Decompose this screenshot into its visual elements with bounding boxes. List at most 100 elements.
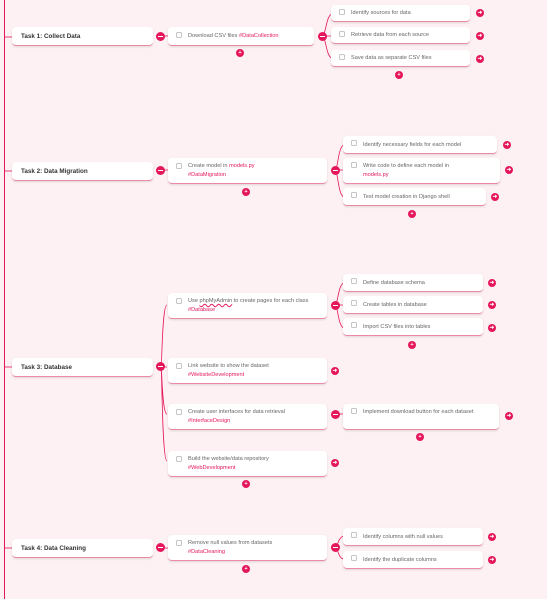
arrow-right-icon[interactable]: ➜ — [488, 324, 496, 332]
subtask-text: Create model in — [188, 163, 228, 169]
arrow-right-icon[interactable]: ➜ — [488, 301, 496, 309]
arrow-right-icon[interactable]: ➜ — [331, 459, 339, 467]
hashtag[interactable]: #DataMigration — [188, 172, 226, 179]
checkbox-icon[interactable] — [351, 408, 357, 414]
subtask-node[interactable]: Identify the duplicate columns — [343, 551, 483, 569]
task-title: Task 2: Data Migration — [21, 168, 88, 175]
subtask-node[interactable]: Identify columns with null values — [343, 528, 483, 546]
subtask-node-user-interfaces[interactable]: Create user interfaces for data retrieva… — [168, 404, 327, 430]
collapse-icon[interactable] — [156, 543, 165, 552]
collapse-icon[interactable] — [331, 166, 340, 175]
plus-icon[interactable]: + — [236, 49, 244, 57]
checkbox-icon[interactable] — [176, 540, 182, 546]
task-title: Task 1: Collect Data — [21, 33, 81, 40]
subtask-node[interactable]: Define database schema — [343, 274, 483, 292]
plus-icon[interactable]: + — [242, 565, 250, 573]
subtask-text: Test model creation in Django shell — [363, 194, 450, 200]
checkbox-icon[interactable] — [351, 322, 357, 328]
subtask-text: Use — [188, 298, 198, 304]
subtask-node[interactable]: Implement download button for each datas… — [343, 404, 499, 430]
subtask-text: Remove null values from datasets — [188, 540, 273, 546]
task-node-collect-data[interactable]: Task 1: Collect Data — [12, 27, 153, 46]
checkbox-icon[interactable] — [351, 532, 357, 538]
file-link[interactable]: models.py — [229, 163, 255, 169]
hashtag[interactable]: #DataCleaning — [188, 549, 226, 556]
hashtag[interactable]: #Database — [188, 307, 216, 314]
subtask-node[interactable]: Save data as separate CSV files — [331, 50, 470, 67]
arrow-right-icon[interactable]: ➜ — [476, 32, 484, 40]
collapse-icon[interactable] — [331, 301, 340, 310]
plus-icon[interactable]: + — [408, 210, 416, 218]
hashtag[interactable]: #WebsiteDevelopment — [188, 372, 245, 379]
checkbox-icon[interactable] — [176, 32, 182, 38]
subtask-node[interactable]: Identify sources for data — [331, 5, 470, 22]
plus-icon[interactable]: + — [242, 480, 250, 488]
checkbox-icon[interactable] — [351, 192, 357, 198]
root-connector-line — [4, 0, 5, 599]
checkbox-icon[interactable] — [176, 409, 182, 415]
spellcheck-word: phpMyAdmin — [199, 298, 233, 304]
subtask-node-build-website[interactable]: Build the website/data repository #WebDe… — [168, 451, 327, 477]
collapse-icon[interactable] — [156, 362, 165, 371]
task-title: Task 4: Data Cleaning — [21, 545, 86, 552]
checkbox-icon[interactable] — [351, 300, 357, 306]
plus-icon[interactable]: + — [416, 433, 424, 441]
subtask-node[interactable]: Retrieve data from each source — [331, 27, 470, 44]
arrow-right-icon[interactable]: ➜ — [503, 141, 511, 149]
file-link[interactable]: models.py — [363, 172, 389, 179]
subtask-text: Identify necessary fields for each model — [363, 142, 462, 148]
plus-icon[interactable]: + — [395, 71, 403, 79]
subtask-text: Link website to show the dataset — [188, 363, 269, 369]
hashtag[interactable]: #DataCollection — [239, 33, 279, 39]
plus-icon[interactable]: + — [242, 188, 250, 196]
task-node-data-cleaning[interactable]: Task 4: Data Cleaning — [12, 539, 153, 558]
checkbox-icon[interactable] — [339, 54, 345, 60]
subtask-text: Write code to define each model in — [363, 163, 450, 169]
checkbox-icon[interactable] — [176, 456, 182, 462]
checkbox-icon[interactable] — [176, 363, 182, 369]
checkbox-icon[interactable] — [351, 140, 357, 146]
arrow-right-icon[interactable]: ➜ — [488, 279, 496, 287]
collapse-icon[interactable] — [331, 543, 340, 552]
collapse-icon[interactable] — [318, 32, 327, 41]
subtask-node-remove-null[interactable]: Remove null values from datasets #DataCl… — [168, 535, 327, 561]
checkbox-icon[interactable] — [176, 298, 182, 304]
arrow-right-icon[interactable]: ➜ — [476, 55, 484, 63]
plus-icon[interactable]: + — [408, 341, 416, 349]
arrow-right-icon[interactable]: ➜ — [505, 412, 513, 420]
subtask-text: to create pages for each class — [233, 298, 309, 304]
subtask-node[interactable]: Write code to define each model in model… — [343, 158, 500, 184]
subtask-node-create-model[interactable]: Create model in models.py #DataMigration — [168, 158, 327, 184]
arrow-right-icon[interactable]: ➜ — [488, 556, 496, 564]
collapse-icon[interactable] — [331, 410, 340, 419]
checkbox-icon[interactable] — [339, 31, 345, 37]
subtask-node[interactable]: Test model creation in Django shell — [343, 188, 486, 206]
checkbox-icon[interactable] — [351, 555, 357, 561]
arrow-right-icon[interactable]: ➜ — [331, 367, 339, 375]
arrow-right-icon[interactable]: ➜ — [505, 166, 513, 174]
subtask-node-link-website[interactable]: Link website to show the dataset #Websit… — [168, 358, 327, 384]
subtask-text: Retrieve data from each source — [351, 32, 430, 38]
arrow-right-icon[interactable]: ➜ — [491, 193, 499, 201]
subtask-text: Identify columns with null values — [363, 534, 443, 540]
hashtag[interactable]: #WebDevelopment — [188, 465, 236, 472]
subtask-node[interactable]: Import CSV files into tables — [343, 318, 483, 336]
checkbox-icon[interactable] — [351, 278, 357, 284]
checkbox-icon[interactable] — [176, 163, 182, 169]
task-node-data-migration[interactable]: Task 2: Data Migration — [12, 162, 153, 181]
task-node-database[interactable]: Task 3: Database — [12, 358, 153, 377]
subtask-text: Create tables in database — [363, 302, 427, 308]
subtask-text: Implement download button for each datas… — [363, 409, 474, 415]
subtask-node-phpmyadmin[interactable]: Use phpMyAdmin to create pages for each … — [168, 293, 327, 319]
subtask-node[interactable]: Create tables in database — [343, 296, 483, 314]
subtask-node[interactable]: Identify necessary fields for each model — [343, 136, 497, 154]
arrow-right-icon[interactable]: ➜ — [488, 533, 496, 541]
arrow-right-icon[interactable]: ➜ — [476, 9, 484, 17]
subtask-text: Build the website/data repository — [188, 456, 269, 462]
checkbox-icon[interactable] — [351, 162, 357, 168]
checkbox-icon[interactable] — [339, 9, 345, 15]
subtask-node-download-csv[interactable]: Download CSV files #DataCollection — [168, 27, 314, 46]
hashtag[interactable]: #InterfaceDesign — [188, 418, 231, 425]
collapse-icon[interactable] — [156, 32, 165, 41]
collapse-icon[interactable] — [156, 166, 165, 175]
